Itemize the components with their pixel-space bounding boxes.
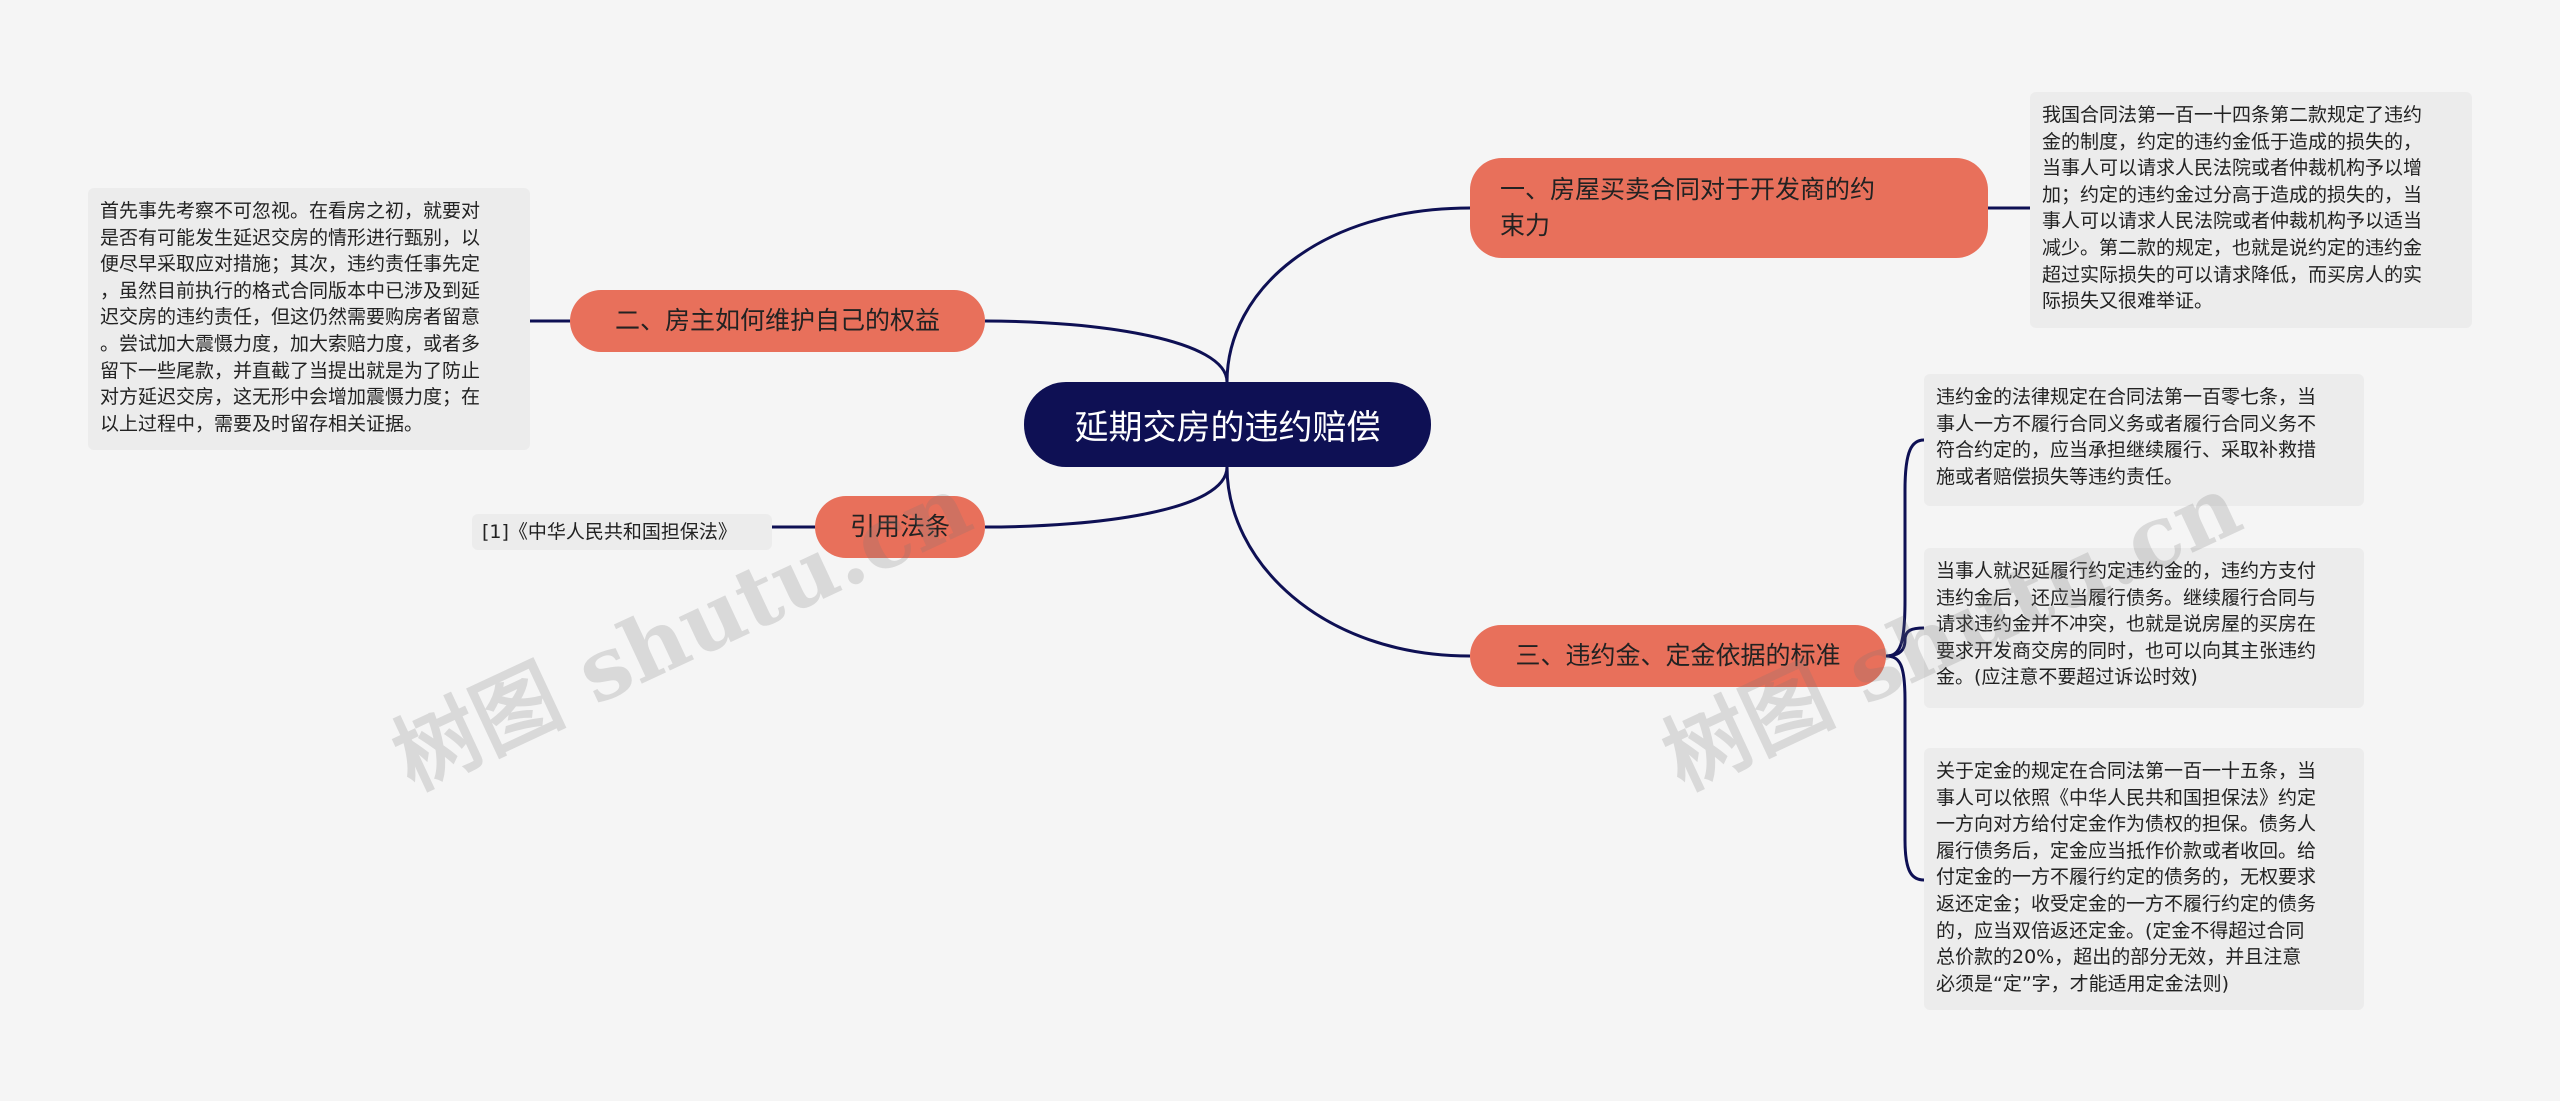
root-label: 延期交房的违约赔偿: [1074, 408, 1381, 448]
link-root-branch-1: [1225, 206, 1471, 383]
branch-label: 三、违约金、定金依据的标准: [1515, 641, 1841, 670]
link-branch-4-leaf-3: [1885, 654, 1925, 882]
branch-label: 一、房屋买卖合同对于开发商的约 束力: [1500, 175, 1876, 240]
leaf-owner-advice[interactable]: 首先事先考察不可忽视。在看房之初，就要对 是否有可能发生延迟交房的情形进行甄别，…: [88, 188, 530, 450]
leaf-contract-law-107[interactable]: 违约金的法律规定在合同法第一百零七条，当 事人一方不履行合同义务或者履行合同义务…: [1924, 374, 2364, 506]
branch-owner-rights[interactable]: 二、房主如何维护自己的权益: [570, 290, 985, 352]
branch-label: 二、房主如何维护自己的权益: [614, 306, 940, 335]
leaf-contract-law-114[interactable]: 我国合同法第一百一十四条第二款规定了违约 金的制度，约定的违约金低于造成的损失的…: [2030, 92, 2472, 328]
root-node[interactable]: 延期交房的违约赔偿: [1024, 382, 1431, 467]
branch-developer-contract-binding[interactable]: 一、房屋买卖合同对于开发商的约 束力: [1470, 158, 1988, 258]
link-root-branch-4: [1225, 466, 1471, 658]
link-branch-4-leaf-2: [1885, 626, 1925, 658]
branch-cited-laws[interactable]: 引用法条: [815, 496, 985, 558]
leaf-guarantee-law[interactable]: [1]《中华人民共和国担保法》: [472, 514, 772, 550]
link-branch-4-leaf-1: [1885, 438, 1925, 658]
link-root-branch-2: [984, 319, 1229, 383]
leaf-deposit-rule-115[interactable]: 关于定金的规定在合同法第一百一十五条，当 事人可以依照《中华人民共和国担保法》约…: [1924, 748, 2364, 1010]
link-root-branch-3: [984, 466, 1229, 529]
leaf-delay-penalty[interactable]: 当事人就迟延履行约定违约金的，违约方支付 违约金后，还应当履行债务。继续履行合同…: [1924, 548, 2364, 708]
branch-label: 引用法条: [849, 512, 950, 541]
branch-penalty-deposit-standard[interactable]: 三、违约金、定金依据的标准: [1470, 625, 1886, 687]
